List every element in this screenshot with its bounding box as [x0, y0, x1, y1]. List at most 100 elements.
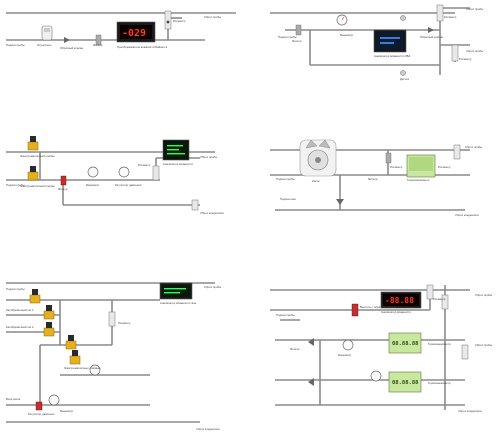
- d5-solenoid5-coil-icon: [72, 350, 78, 356]
- d1-check-valve-icon[interactable]: [64, 37, 70, 43]
- d1-dehumidifier-window-icon: [44, 28, 50, 32]
- d3-solenoid2-coil-icon: [30, 166, 36, 172]
- d2-sensor-icon[interactable]: [400, 15, 406, 21]
- d5-solenoids-label: Электромагнитные клапаны: [64, 366, 101, 370]
- d4-outlet2-label: Сброс конденсата: [455, 213, 479, 217]
- d6-outlet-label: Сброс пробы: [475, 293, 492, 297]
- d6-display-value: -88.88: [385, 296, 414, 305]
- d4-pump-port1-icon: [305, 139, 318, 149]
- d1-display-value: -029: [122, 28, 146, 39]
- d4-pump-port2-icon: [318, 139, 331, 149]
- d4-lcd-caption: Термоанемометр: [407, 178, 430, 182]
- d5-solenoid3-coil-icon: [46, 322, 52, 328]
- d3-condensate-icon[interactable]: [191, 199, 199, 211]
- d5-rotameter-label: Ротаметр: [118, 321, 131, 325]
- d2-manometer-needle-icon: [341, 16, 345, 21]
- d3-solenoid2-icon[interactable]: [27, 171, 39, 181]
- d5-outlet2-label: Вход азота: [6, 397, 21, 401]
- d3-manometer1-icon[interactable]: [87, 166, 99, 178]
- d4-valve-icon[interactable]: [336, 199, 344, 205]
- d2-display-caption: Анализатор влажности ИВА: [374, 54, 410, 58]
- d1-rotameter-label: Ротаметр: [173, 19, 186, 23]
- d4-lcd-screen: [409, 157, 433, 171]
- d3-solenoid1-coil-icon: [30, 136, 36, 142]
- d6-lcd1: [388, 332, 422, 354]
- d1-filter-label: Фильтр: [93, 43, 103, 47]
- d4-rotameter2-label: Ротаметр: [438, 165, 451, 169]
- d1-filter-icon[interactable]: [95, 34, 102, 46]
- d5-display-line1: [164, 288, 186, 290]
- d2-check-valve-label: Обратный клапан: [420, 35, 444, 39]
- d2-display-bar: [380, 37, 400, 39]
- d2-outlet2-label: Сброс пробы: [466, 49, 483, 53]
- d1-display-screen: [120, 25, 152, 39]
- d5-solenoid5-icon[interactable]: [69, 355, 81, 365]
- d5-solenoid2-coil-icon: [46, 305, 52, 311]
- d3-filter-icon[interactable]: [60, 175, 67, 186]
- d2-inlet-label: Подача пробы: [278, 35, 297, 39]
- d5-reducer-icon[interactable]: [35, 401, 43, 411]
- d6-rotameter3-icon[interactable]: [461, 344, 469, 360]
- d4-pump-label: Насос: [312, 179, 321, 183]
- d2-rotameter1-icon[interactable]: [436, 4, 444, 22]
- d6-check-valve2-icon[interactable]: [308, 378, 314, 386]
- d5-solenoid1-icon[interactable]: [29, 294, 41, 304]
- d5-inlet-label: Подача пробы: [6, 287, 25, 291]
- d1-rotameter-icon[interactable]: [164, 10, 172, 30]
- d3-manometer2-icon[interactable]: [118, 166, 130, 178]
- d6-rotameter-label: Ротаметр: [433, 297, 446, 301]
- d3-inlet-label: Подача пробы: [6, 183, 25, 187]
- d3-display-caption: Анализатор влажности: [163, 162, 193, 166]
- d5-solenoid4-icon[interactable]: [65, 340, 77, 350]
- diagram-2: [270, 4, 470, 76]
- d3-solenoid1-icon[interactable]: [27, 141, 39, 151]
- d3-rotameter-label: Ротаметр: [138, 163, 151, 167]
- d3-rotameter-icon[interactable]: [152, 165, 160, 181]
- d2-outlet1-label: Сброс пробы: [466, 7, 483, 11]
- d3-manometer2-label: Регулятор давления: [115, 183, 142, 187]
- d6-outlet2-label: Сброс пробы: [475, 343, 492, 347]
- d6-manometer2-icon[interactable]: [370, 370, 382, 382]
- d5-gas1-label: Калибровочный газ 1: [6, 308, 34, 312]
- d6-lcd1-caption: Термоанемометр: [428, 342, 451, 346]
- d6-rotameter-icon[interactable]: [426, 284, 434, 300]
- d5-manometer-label: Манометр: [60, 409, 74, 413]
- d6-manometer1-icon[interactable]: [342, 339, 354, 351]
- d2-filter-icon[interactable]: [295, 24, 302, 36]
- d5-solenoid4-coil-icon: [68, 335, 74, 341]
- d4-rotameter-icon[interactable]: [453, 144, 461, 160]
- diagram-6: [270, 284, 470, 410]
- d4-filter-icon[interactable]: [385, 152, 392, 164]
- d5-manometer2-icon[interactable]: [89, 364, 101, 376]
- d2-sensor2-icon[interactable]: [400, 70, 406, 76]
- d2-check-valve-icon[interactable]: [428, 27, 434, 33]
- d2-manometer-label: Манометр: [340, 33, 354, 37]
- d5-solenoid2-icon[interactable]: [43, 310, 55, 320]
- d2-rotameter1-label: Ротаметр: [444, 15, 457, 19]
- d3-filter-label: Фильтр: [58, 187, 68, 191]
- d1-rotameter-float-icon: [166, 20, 170, 24]
- d2-display-screen: [377, 33, 403, 49]
- d3-solenoid2-label: Электромагнитный клапан: [20, 184, 55, 188]
- d6-valve-icon[interactable]: [351, 303, 359, 317]
- d5-display-screen: [162, 285, 190, 297]
- d3-outlet-label: Сброс пробы: [200, 155, 217, 159]
- diagram-1: [6, 10, 236, 46]
- d5-gas2-label: Калибровочный газ 2: [6, 325, 34, 329]
- d5-outlet-label: Сброс пробы: [204, 285, 221, 289]
- d2-display-bar2: [380, 42, 394, 44]
- d6-lcd2-value: 08.88.88: [392, 380, 419, 386]
- d3-display-line1: [167, 145, 183, 147]
- d3-display-line2: [167, 149, 179, 151]
- d6-check-valve-icon[interactable]: [308, 338, 314, 346]
- d5-rotameter-icon[interactable]: [108, 311, 116, 327]
- d6-display-screen: [383, 294, 419, 306]
- d6-rotameter2-icon[interactable]: [441, 294, 449, 310]
- d2-rotameter2-icon[interactable]: [451, 44, 459, 62]
- diagram-3: [6, 136, 215, 211]
- d4-gas-label: Подача газа: [280, 197, 296, 201]
- d1-bypass-label: Обратный клапан: [60, 46, 84, 50]
- d5-solenoid3-icon[interactable]: [43, 327, 55, 337]
- d1-display-caption: Преобразователь влажности Байкал-4: [117, 45, 168, 49]
- d5-manometer-icon[interactable]: [48, 394, 60, 406]
